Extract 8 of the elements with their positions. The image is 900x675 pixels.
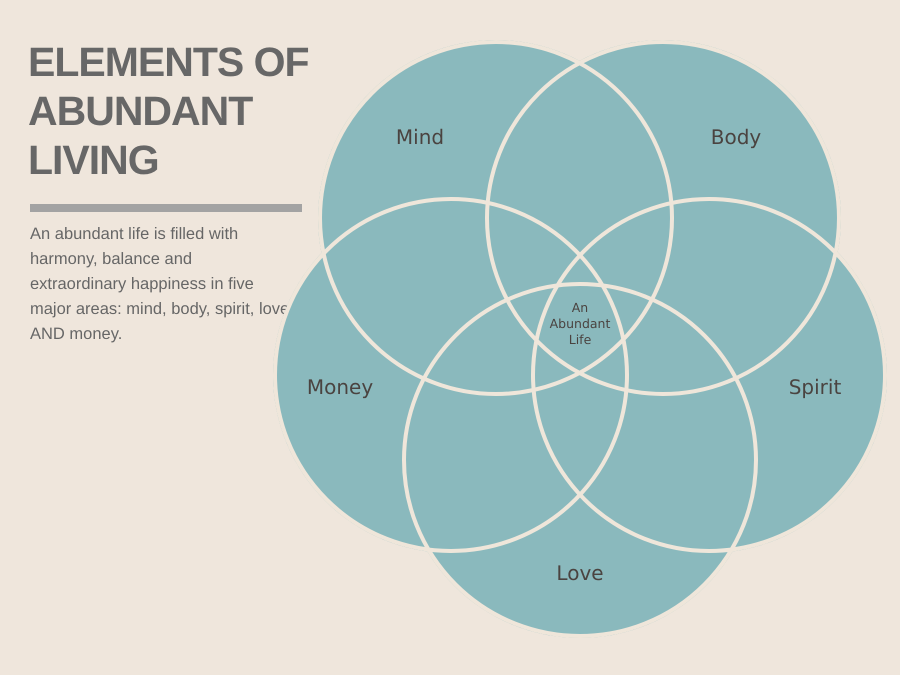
center-label: An Abundant Life — [548, 300, 612, 348]
circle-label: Love — [556, 561, 604, 585]
circle-label: Spirit — [788, 375, 842, 399]
title: ELEMENTS OF ABUNDANT LIVING — [28, 38, 310, 185]
venn-circle — [402, 282, 758, 638]
circle-label: Mind — [396, 125, 444, 149]
circle-label: Body — [710, 125, 762, 149]
circle-label: Money — [306, 375, 374, 399]
